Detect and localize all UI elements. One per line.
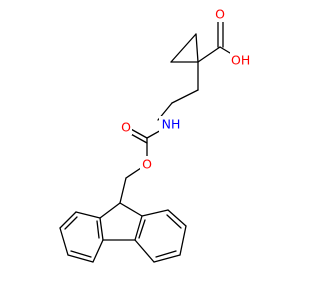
atom-labels: O OH NH O O [119,6,255,172]
bond-left-ring-double-3 [96,220,100,239]
bond-left-ring-3 [59,227,69,256]
bond-left-ring-2 [59,211,77,229]
bonds [59,21,236,263]
atom-carbonyl-oxygen-acid: O [214,6,227,22]
bond-right-ring-6 [134,215,143,241]
bond-left-ring-double-1 [64,216,78,230]
bond-right-ring-2 [167,209,187,227]
atom-carbonyl-oxygen-carbamate: O [119,119,132,135]
bond-right-ring-double-1 [166,214,182,229]
bond-left-ring-1 [75,211,101,219]
atom-nitrogen: NH [159,116,184,132]
atom-label-carbonyl-oxygen-acid: O [215,7,225,22]
bond-ethyl [171,89,199,104]
bond-right-ring-5 [134,239,155,263]
bond-methylene-to-c9 [119,177,127,204]
molecule-drawing: O OH NH O O [59,6,255,263]
bond-right-ring-double-3 [138,219,146,239]
atom-label-hydroxyl-acid: OH [231,53,250,68]
bond-ring-to-acid-carbon [197,46,221,63]
bond-c9-c9a [99,202,121,219]
bond-cyclopropane-2 [195,33,199,63]
atom-label-carbonyl-oxygen-carbamate: O [121,120,131,135]
structure-diagram: O OH NH O O [59,6,255,263]
bond-cyclopropane-1 [170,33,197,63]
atom-label-nitrogen: NH [162,117,181,132]
bond-left-ring-double-2 [70,250,92,258]
bond-left-ring-6 [99,217,104,241]
bond-left-ring-5 [92,239,104,263]
bond-right-ring-3 [179,225,187,256]
atom-label-ester-oxygen: O [142,157,152,172]
atom-ester-oxygen: O [140,156,153,172]
bond-left-ring-4 [67,254,94,263]
bond-right-ring-double-2 [155,250,177,258]
bond-c9-c8a [119,202,143,217]
atom-hydroxyl-acid: OH [230,52,255,68]
bond-right-ring-1 [141,209,169,217]
bond-right-ring-4 [153,254,181,263]
